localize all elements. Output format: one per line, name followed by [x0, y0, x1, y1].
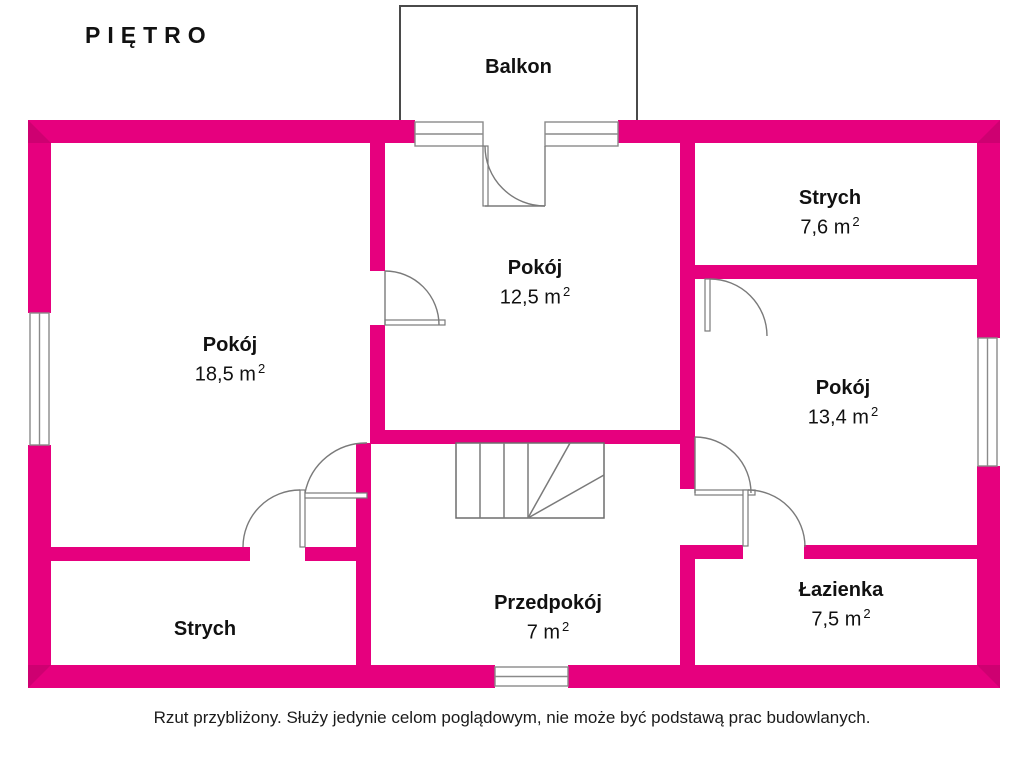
wall-exterior-top-left — [28, 120, 415, 143]
wall-exterior-right-lower — [977, 466, 1000, 688]
door-pokoj18-to-pokoj12 — [384, 270, 446, 326]
wall-interior-horizontal-strych-right — [768, 265, 977, 279]
wall-interior-horizontal-strych-top — [695, 265, 768, 279]
wall-nub-strych-left — [695, 265, 709, 279]
wall-exterior-top-right — [618, 120, 1000, 143]
wall-interior-vertical-left-lower — [370, 325, 385, 443]
pokoj18-name: Pokój — [202, 334, 258, 356]
balkon-name: Balkon — [485, 56, 552, 78]
wall-interior-horizontal-bath-top-left — [695, 545, 743, 559]
room-label-balkon: Balkon — [400, 55, 637, 81]
wall-exterior-right-upper — [977, 120, 1000, 338]
wall-interior-horizontal-center — [370, 430, 695, 444]
window-right-exterior — [977, 337, 998, 467]
windows-group — [29, 121, 998, 687]
wall-exterior-bottom-left — [28, 665, 495, 688]
balcony-outline — [399, 5, 638, 120]
doors-group — [242, 145, 806, 548]
door-strych-upper — [704, 278, 768, 337]
room-label-strych-lower: Strych — [110, 617, 300, 643]
wall-interior-horizontal-bottom-left — [51, 547, 242, 561]
wall-interior-vertical-left-upper — [370, 143, 385, 271]
window-left-exterior — [29, 312, 50, 446]
wall-interior-vertical-right-mid — [680, 273, 695, 443]
wall-exterior-left-upper — [28, 120, 51, 313]
window-bottom-exterior — [494, 666, 569, 687]
wall-corner-shading — [28, 120, 1000, 688]
walls-group — [28, 120, 1000, 688]
door-pokoj13-upper — [694, 436, 756, 496]
wall-interior-horizontal-bath-top-right — [804, 545, 977, 559]
przedpokoj-name: Przedpokój — [494, 592, 602, 614]
balcony-door-panel-left — [414, 121, 484, 147]
pokoj12-name: Pokój — [507, 257, 563, 279]
door-lazienka — [742, 489, 806, 548]
lazienka-name: Łazienka — [798, 579, 884, 601]
wall-interior-vertical-right-upper — [680, 143, 695, 273]
wall-nub-hall-left — [242, 547, 250, 561]
wall-exterior-bottom-right — [568, 665, 1000, 688]
disclaimer-caption: Rzut przybliżony. Służy jedynie celom po… — [153, 708, 871, 727]
wall-exterior-left-lower — [28, 445, 51, 688]
staircase — [455, 442, 605, 519]
wall-interior-vertical-bath-left — [680, 545, 695, 665]
wall-interior-vertical-right-lower — [680, 443, 695, 489]
door-strych-lower — [242, 489, 306, 548]
strych-upper-name: Strych — [798, 187, 862, 209]
pokoj13-name: Pokój — [815, 377, 871, 399]
wall-interior-horizontal-bottom-left2 — [305, 547, 371, 561]
balcony-door-panel-right — [544, 121, 619, 147]
strych-lower-name: Strych — [173, 618, 237, 640]
page-title: PIĘTRO — [85, 22, 213, 48]
door-balcony — [482, 145, 546, 207]
door-hall-to-pokoj18 — [304, 442, 368, 499]
wall-interior-vertical-hall-left — [356, 443, 371, 665]
